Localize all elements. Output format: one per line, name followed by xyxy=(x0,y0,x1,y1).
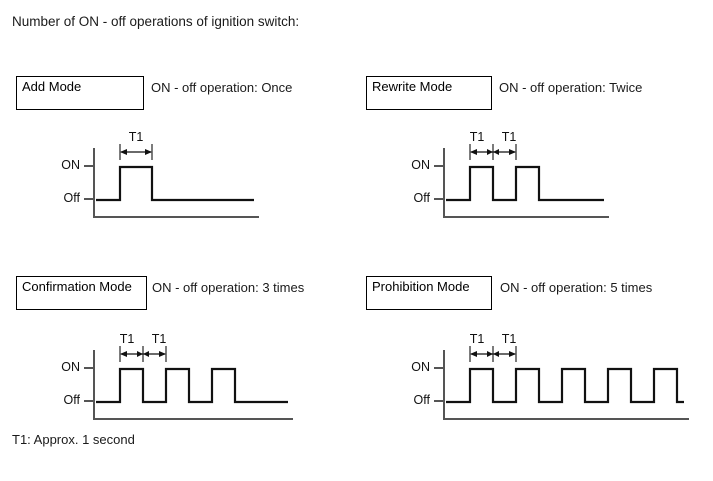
t1-label-second: T1 xyxy=(501,332,517,346)
page-title: Number of ON - off operations of ignitio… xyxy=(12,14,300,29)
t1-label: T1 xyxy=(128,130,144,144)
t1-label-first: T1 xyxy=(469,130,485,144)
t1-label-second: T1 xyxy=(501,130,517,144)
mode-box-add-mode: Add Mode xyxy=(16,76,144,110)
axis-label-on: ON xyxy=(411,158,430,172)
operation-text-confirmation-mode: ON - off operation: 3 times xyxy=(152,280,305,295)
t1-label-first: T1 xyxy=(469,332,485,346)
axis-vertical xyxy=(93,350,95,420)
t1-label-second: T1 xyxy=(151,332,167,346)
axis-vertical xyxy=(93,148,95,218)
axis-horizontal xyxy=(93,418,293,420)
axis-tick-on xyxy=(84,165,94,167)
axis-tick-on xyxy=(84,367,94,369)
mode-box-label: Prohibition Mode xyxy=(372,279,470,294)
mode-box-confirmation-mode: Confirmation Mode xyxy=(16,276,147,310)
axis-label-on: ON xyxy=(61,360,80,374)
mode-box-prohibition-mode: Prohibition Mode xyxy=(366,276,492,310)
operation-text-prohibition-mode: ON - off operation: 5 times xyxy=(500,280,653,295)
mode-box-label: Confirmation Mode xyxy=(22,279,132,294)
axis-tick-on xyxy=(434,165,444,167)
axis-label-on: ON xyxy=(61,158,80,172)
t1-label-first: T1 xyxy=(119,332,135,346)
axis-tick-on xyxy=(434,367,444,369)
mode-box-label: Rewrite Mode xyxy=(372,79,453,94)
axis-horizontal xyxy=(443,216,609,218)
axis-tick-off xyxy=(434,400,444,402)
axis-vertical xyxy=(443,350,445,420)
operation-text-rewrite-mode: ON - off operation: Twice xyxy=(499,80,643,95)
operation-text-add-mode: ON - off operation: Once xyxy=(151,80,293,95)
footnote-t1: T1: Approx. 1 second xyxy=(12,432,135,447)
axis-label-on: ON xyxy=(411,360,430,374)
axis-label-off: Off xyxy=(63,393,80,407)
axis-label-off: Off xyxy=(63,191,80,205)
axis-label-off: Off xyxy=(413,191,430,205)
mode-box-label: Add Mode xyxy=(22,79,82,94)
axis-vertical xyxy=(443,148,445,218)
mode-box-rewrite-mode: Rewrite Mode xyxy=(366,76,492,110)
axis-horizontal xyxy=(443,418,689,420)
axis-tick-off xyxy=(84,400,94,402)
axis-tick-off xyxy=(84,198,94,200)
axis-horizontal xyxy=(93,216,259,218)
axis-label-off: Off xyxy=(413,393,430,407)
axis-tick-off xyxy=(434,198,444,200)
